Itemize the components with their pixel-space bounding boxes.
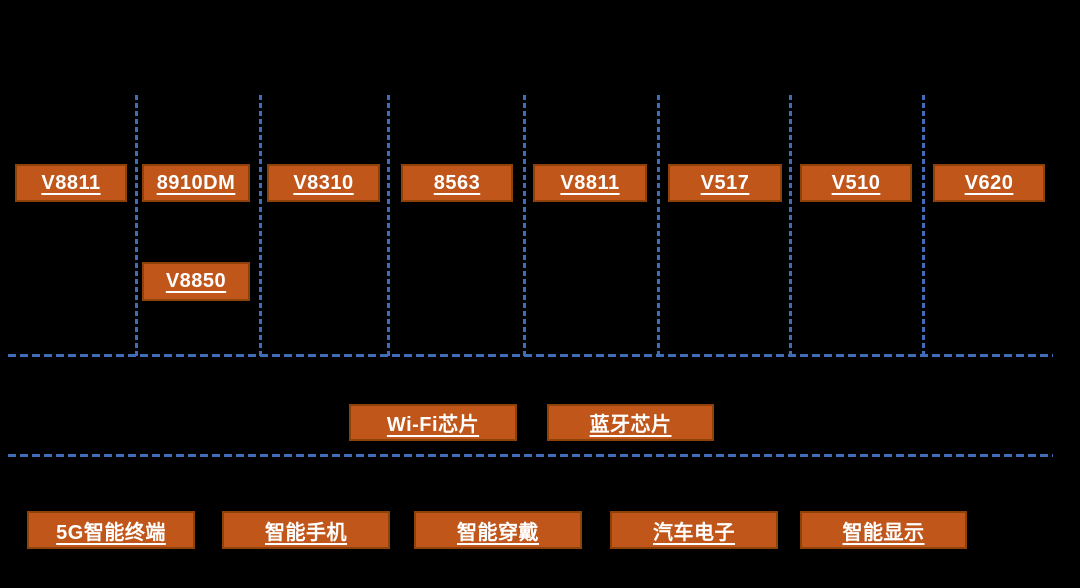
chip-node: 蓝牙芯片 (547, 404, 714, 441)
chip-node: V620 (933, 164, 1045, 202)
column-divider-line (789, 95, 792, 356)
category-node: 5G智能终端 (27, 511, 195, 549)
chip-node: Wi-Fi芯片 (349, 404, 517, 441)
row-divider-line (8, 454, 1053, 457)
column-divider-line (657, 95, 660, 356)
category-node: 智能穿戴 (414, 511, 582, 549)
chip-node: 8910DM (142, 164, 250, 202)
row-divider-line (8, 354, 1053, 357)
column-divider-line (259, 95, 262, 356)
chip-node: V510 (800, 164, 912, 202)
column-divider-line (135, 95, 138, 356)
chip-node: V8310 (267, 164, 380, 202)
chip-node: 8563 (401, 164, 513, 202)
category-node: 智能显示 (800, 511, 967, 549)
column-divider-line (523, 95, 526, 356)
chip-node: V517 (668, 164, 782, 202)
column-divider-line (922, 95, 925, 356)
chip-node: V8811 (533, 164, 647, 202)
chip-node: V8850 (142, 262, 250, 301)
chip-node: V8811 (15, 164, 127, 202)
category-node: 智能手机 (222, 511, 390, 549)
column-divider-line (387, 95, 390, 356)
category-node: 汽车电子 (610, 511, 778, 549)
